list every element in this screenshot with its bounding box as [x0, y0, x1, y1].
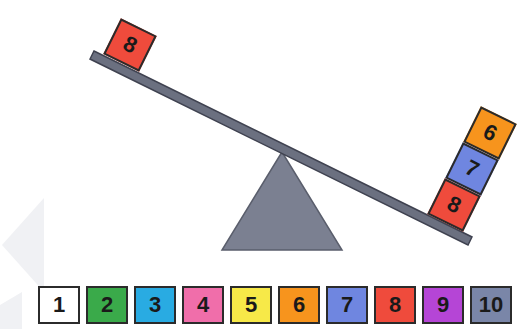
- seesaw-plank: [90, 51, 472, 245]
- weight-block: 8: [103, 19, 157, 73]
- block-number: 8: [389, 294, 401, 316]
- number-tile: 1: [38, 286, 80, 324]
- block-number: 9: [437, 294, 449, 316]
- number-tile: 6: [278, 286, 320, 324]
- block-number: 8: [120, 33, 141, 58]
- block-number: 3: [149, 294, 161, 316]
- block-number: 6: [293, 294, 305, 316]
- block-number: 7: [462, 156, 483, 181]
- block-number: 4: [197, 294, 209, 316]
- background-shape: [2, 198, 44, 292]
- number-tile: 10: [470, 286, 512, 324]
- block-number: 10: [479, 294, 503, 316]
- number-tile: 4: [182, 286, 224, 324]
- number-tile: 7: [326, 286, 368, 324]
- seesaw-plank: [90, 51, 472, 245]
- block-number: 2: [101, 294, 113, 316]
- number-tile: 8: [374, 286, 416, 324]
- block-number: 1: [53, 294, 65, 316]
- block-number: 5: [245, 294, 257, 316]
- block-number: 7: [341, 294, 353, 316]
- number-tile: 3: [134, 286, 176, 324]
- number-tile: 5: [230, 286, 272, 324]
- block-number: 8: [444, 192, 465, 217]
- block-number: 6: [479, 121, 500, 146]
- background-shape: [0, 292, 22, 329]
- number-tile: 2: [86, 286, 128, 324]
- number-tile: 9: [422, 286, 464, 324]
